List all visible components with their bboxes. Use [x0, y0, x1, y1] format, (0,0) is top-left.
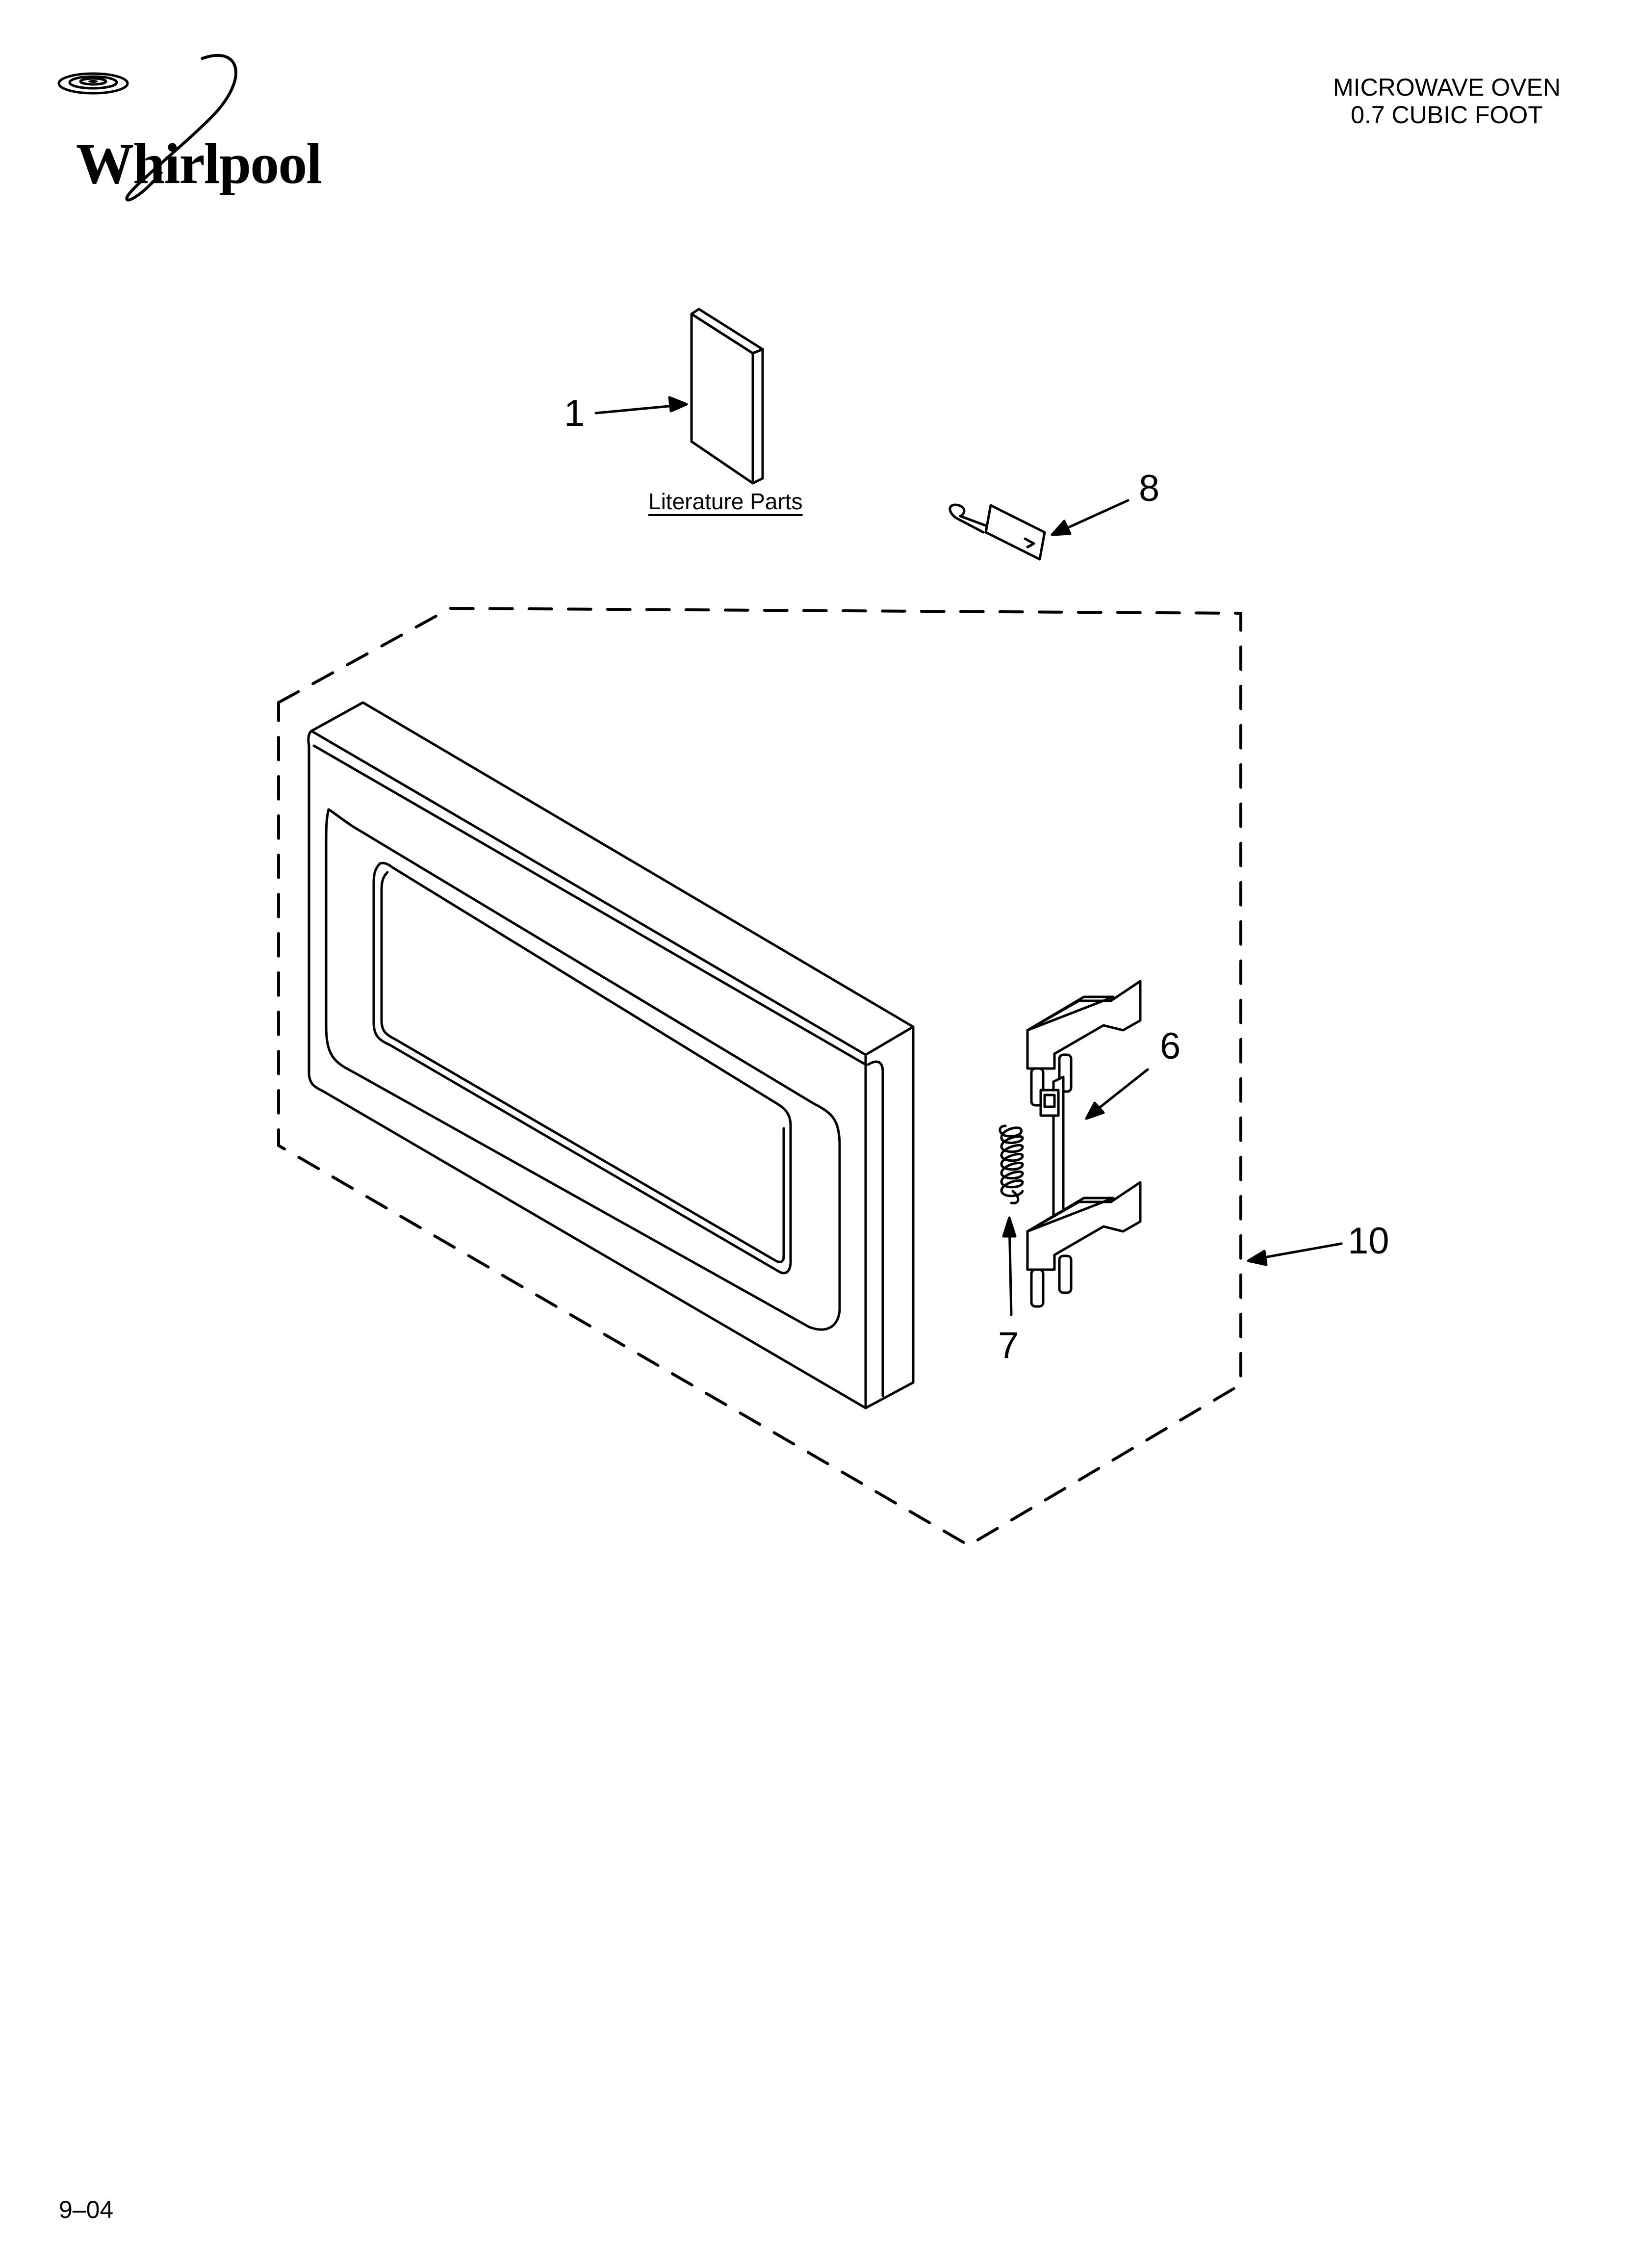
- callout-10: 10: [1348, 1220, 1389, 1262]
- clip-part-8: [949, 503, 1046, 561]
- microwave-door: [307, 701, 915, 1409]
- latch-part-6: [1026, 980, 1142, 1308]
- callout-7-leader: [1002, 1216, 1017, 1316]
- callout-7: 7: [998, 1325, 1019, 1366]
- product-title-line1: MICROWAVE OVEN: [1333, 74, 1561, 101]
- revision-date: 9–04: [59, 2196, 114, 2223]
- swirl-logo-icon: [57, 53, 237, 202]
- callout-6-leader: [1085, 1068, 1149, 1120]
- spring-part-7: [999, 1124, 1024, 1204]
- callout-8: 8: [1139, 468, 1160, 509]
- callout-6: 6: [1160, 1025, 1181, 1067]
- callout-1-leader: [594, 396, 688, 415]
- callout-1: 1: [564, 392, 585, 434]
- callout-10-leader: [1247, 1242, 1343, 1266]
- literature-parts-label: Literature Parts: [648, 489, 803, 514]
- literature-book-icon: [690, 308, 764, 485]
- product-title: MICROWAVE OVEN 0.7 CUBIC FOOT: [1300, 74, 1594, 129]
- product-title-line2: 0.7 CUBIC FOOT: [1351, 101, 1543, 129]
- door-assembly-boundary: [277, 607, 1242, 1547]
- whirlpool-logo: Whirlpool: [34, 49, 338, 216]
- callout-8-leader: [1051, 499, 1129, 536]
- brand-wordmark: Whirlpool: [76, 131, 322, 196]
